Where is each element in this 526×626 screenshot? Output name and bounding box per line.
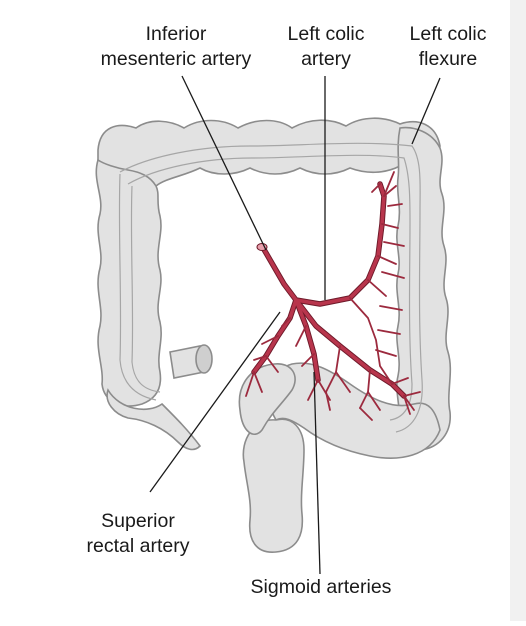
arterial-tree	[245, 171, 421, 421]
ileum-opening	[195, 344, 213, 374]
cecum	[106, 388, 202, 451]
page-edge-strip	[510, 0, 526, 621]
rectum	[242, 418, 305, 553]
label-inferior-mesenteric-artery-line2: mesenteric artery	[100, 48, 252, 70]
label-superior-rectal-artery-line1: Superior	[101, 510, 175, 532]
label-superior-rectal-artery-line2: rectal artery	[86, 535, 190, 557]
label-left-colic-artery-line1: Left colic	[287, 23, 365, 45]
label-sigmoid-arteries-line1: Sigmoid arteries	[250, 576, 392, 598]
label-left-colic-flexure-line1: Left colic	[409, 23, 487, 45]
leader-lines	[149, 75, 441, 575]
ima-cut-end	[256, 243, 268, 251]
label-left-colic-flexure-line2: flexure	[418, 48, 478, 70]
leader-sigmoid-arteries	[313, 371, 321, 575]
colon-inner-lines	[118, 142, 423, 433]
label-inferior-mesenteric-artery: Inferior mesenteric artery	[76, 22, 276, 72]
label-inferior-mesenteric-artery-line1: Inferior	[145, 23, 207, 45]
label-left-colic-artery: Left colic artery	[272, 22, 380, 72]
colon	[95, 117, 452, 553]
label-left-colic-flexure: Left colic flexure	[394, 22, 502, 72]
label-left-colic-artery-line2: artery	[301, 48, 351, 70]
label-superior-rectal-artery: Superior rectal artery	[68, 509, 208, 559]
leader-left-colic-flexure	[411, 77, 441, 145]
small-branches	[245, 171, 421, 421]
ascending-colon	[95, 158, 162, 407]
descending-colon	[396, 126, 452, 451]
label-sigmoid-arteries: Sigmoid arteries	[226, 575, 416, 600]
leader-superior-rectal-artery	[149, 311, 281, 493]
leader-inferior-mesenteric-artery	[181, 75, 267, 251]
